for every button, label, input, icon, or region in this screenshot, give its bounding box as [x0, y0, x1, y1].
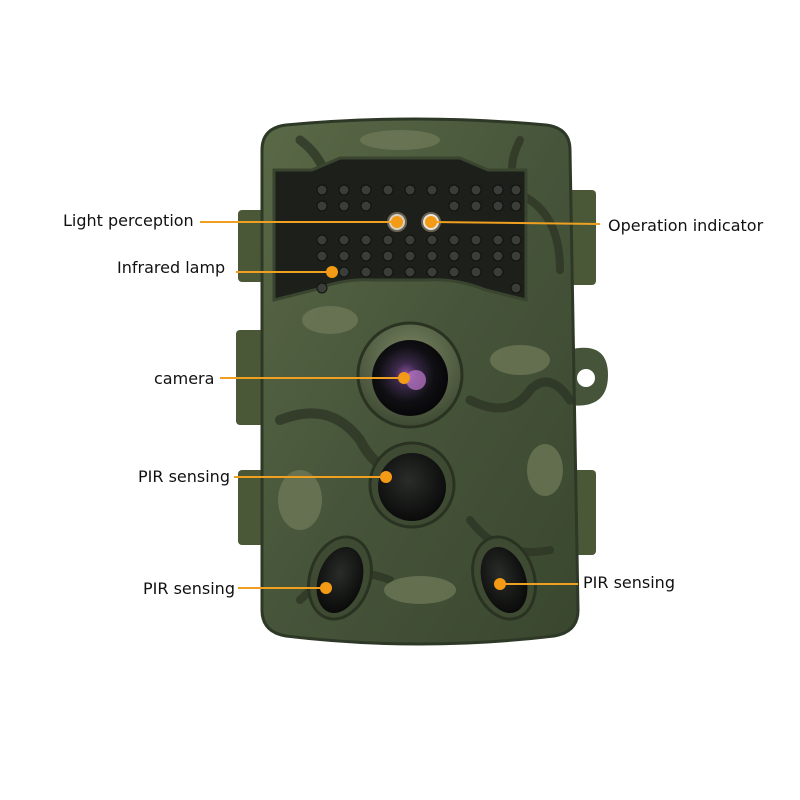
infrared-led-icon [360, 250, 372, 262]
infrared-led-icon [426, 250, 438, 262]
callout-dot-pir-left [320, 582, 332, 594]
infrared-led-icon [404, 250, 416, 262]
infrared-led-icon [382, 184, 394, 196]
callout-line-operation-indicator [430, 221, 601, 225]
infrared-led-icon [338, 234, 350, 246]
callout-dot-pir-right [494, 578, 506, 590]
callout-dot-pir-center [380, 471, 392, 483]
infrared-led-icon [404, 184, 416, 196]
infrared-led-icon [316, 184, 328, 196]
infrared-led-icon [426, 234, 438, 246]
label-infrared-lamp: Infrared lamp [117, 258, 226, 277]
infrared-led-icon [448, 234, 460, 246]
right-strap-brackets [566, 190, 608, 555]
infrared-led-grid [316, 184, 522, 294]
infrared-led-icon [492, 234, 504, 246]
infrared-led-icon [338, 184, 350, 196]
infrared-led-icon [470, 184, 482, 196]
infrared-led-icon [360, 200, 372, 212]
infrared-led-icon [360, 184, 372, 196]
infrared-led-icon [492, 184, 504, 196]
label-light-perception: Light perception [63, 211, 194, 230]
label-camera: camera [154, 369, 215, 388]
callout-dots [320, 216, 506, 594]
infrared-led-icon [510, 184, 522, 196]
pir-sensor-center [378, 453, 446, 521]
infrared-led-icon [360, 266, 372, 278]
infrared-led-icon [316, 234, 328, 246]
infrared-led-icon [492, 266, 504, 278]
callout-lines [200, 221, 601, 589]
infrared-led-icon [338, 250, 350, 262]
pir-sensor-left [316, 546, 364, 614]
infrared-led-icon [470, 250, 482, 262]
callout-dot-camera [398, 372, 410, 384]
label-pir-left: PIR sensing [143, 579, 235, 598]
infrared-led-icon [448, 200, 460, 212]
infrared-led-icon [448, 250, 460, 262]
infrared-led-icon [382, 266, 394, 278]
infrared-led-icon [448, 184, 460, 196]
infrared-led-icon [382, 234, 394, 246]
infrared-led-icon [448, 266, 460, 278]
infrared-led-icon [316, 282, 328, 294]
infrared-led-icon [338, 266, 350, 278]
infrared-led-icon [316, 250, 328, 262]
label-operation-indicator: Operation indicator [608, 216, 764, 235]
infrared-led-icon [510, 234, 522, 246]
infrared-led-icon [338, 200, 350, 212]
infrared-led-icon [404, 234, 416, 246]
infrared-led-icon [470, 234, 482, 246]
callout-dot-operation-indicator [425, 216, 437, 228]
label-pir-right: PIR sensing [583, 573, 675, 592]
callout-dot-light-perception [391, 216, 403, 228]
infrared-led-icon [510, 250, 522, 262]
infrared-led-icon [510, 200, 522, 212]
infrared-led-icon [360, 234, 372, 246]
infrared-led-icon [492, 200, 504, 212]
infrared-led-icon [470, 266, 482, 278]
camo-pattern [275, 130, 575, 604]
infrared-led-icon [510, 282, 522, 294]
infrared-led-icon [492, 250, 504, 262]
infrared-led-icon [470, 200, 482, 212]
infrared-led-icon [316, 200, 328, 212]
infrared-led-icon [426, 184, 438, 196]
label-pir-center: PIR sensing [138, 467, 230, 486]
infrared-led-icon [404, 266, 416, 278]
callout-dot-infrared-lamp [326, 266, 338, 278]
infrared-led-icon [382, 250, 394, 262]
infrared-led-icon [426, 266, 438, 278]
